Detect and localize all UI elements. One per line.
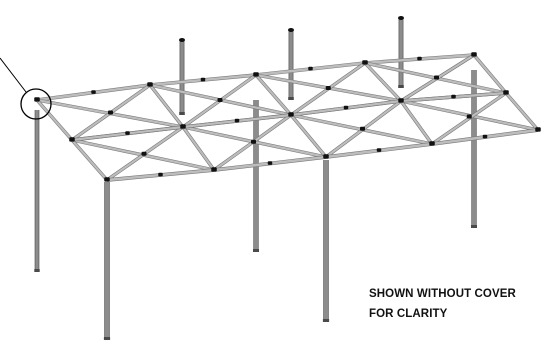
pole-cap (398, 16, 404, 20)
joint-icon (434, 75, 439, 80)
joint-icon (158, 172, 163, 177)
joint-icon (69, 137, 75, 142)
joint-icon (429, 141, 435, 146)
joint-icon (288, 112, 294, 117)
truss-front-cross (71, 139, 108, 181)
back-left-leg (35, 110, 39, 272)
joint-icon (451, 94, 456, 99)
truss-back-cross (364, 62, 402, 102)
front-legs (103, 160, 330, 340)
joint-icon (323, 154, 329, 159)
joint-icon (180, 124, 186, 129)
joint-icon (482, 134, 488, 139)
joint-icon (267, 161, 273, 165)
front-center-leg (323, 160, 329, 322)
joint-icon (251, 139, 256, 144)
truss-back-cross (255, 74, 292, 116)
joint-icon (308, 66, 313, 71)
joint-icon (503, 90, 509, 95)
joint-icon (466, 114, 472, 119)
truss-back-cross (36, 99, 73, 141)
roof-truss (35, 53, 540, 182)
joint-icon (471, 52, 477, 57)
joint-icon (217, 98, 223, 102)
joints (34, 52, 541, 182)
joint-icon (234, 118, 240, 123)
center-pole (180, 40, 184, 115)
truss-back-cross (473, 54, 507, 94)
joint-icon (535, 127, 541, 132)
center-pole-foot (398, 85, 404, 88)
joint-icon (141, 151, 147, 156)
joint-icon (325, 86, 331, 90)
back-right-leg (472, 70, 476, 228)
joint-icon (211, 167, 217, 172)
joint-icon (108, 110, 113, 115)
joint-icon (147, 82, 153, 87)
truss-front-cross (182, 126, 215, 171)
middle-left-leg-foot (253, 249, 259, 252)
center-pole (289, 30, 293, 100)
truss-front-cross (400, 100, 433, 145)
joint-icon (343, 105, 349, 110)
pole-cap (288, 28, 294, 32)
joint-icon (376, 148, 382, 152)
joint-icon (417, 56, 422, 61)
center-pole-foot (288, 97, 294, 100)
truss-back-cross (149, 84, 184, 128)
circle-callout-icon (20, 88, 52, 120)
joint-icon (104, 177, 110, 182)
joint-icon (360, 126, 365, 131)
callout-leader-line (0, 57, 27, 93)
joint-icon (91, 90, 96, 94)
detail-callout (0, 57, 52, 120)
joint-icon (125, 131, 130, 135)
joint-icon (200, 77, 206, 82)
back-left-leg-foot (34, 269, 40, 272)
caption: SHOWN WITHOUT COVER FOR CLARITY (369, 284, 516, 324)
center-poles (179, 16, 404, 115)
center-pole (399, 18, 403, 88)
caption-line-1: SHOWN WITHOUT COVER (369, 288, 516, 300)
joint-icon (362, 60, 368, 65)
center-pole-foot (179, 112, 185, 115)
back-right-leg-foot (471, 225, 477, 228)
truss-front-cross (290, 114, 327, 158)
caption-line-2: FOR CLARITY (369, 308, 448, 320)
front-left-leg (104, 182, 110, 340)
back-legs (34, 70, 477, 272)
middle-left-leg (254, 100, 258, 252)
joint-icon (253, 72, 259, 77)
front-center-leg-foot (322, 319, 330, 322)
front-left-leg-foot (103, 337, 111, 340)
truss-front-cross (505, 92, 539, 131)
joint-icon (398, 98, 404, 103)
joint-icon (34, 97, 40, 102)
pole-cap (179, 38, 185, 42)
